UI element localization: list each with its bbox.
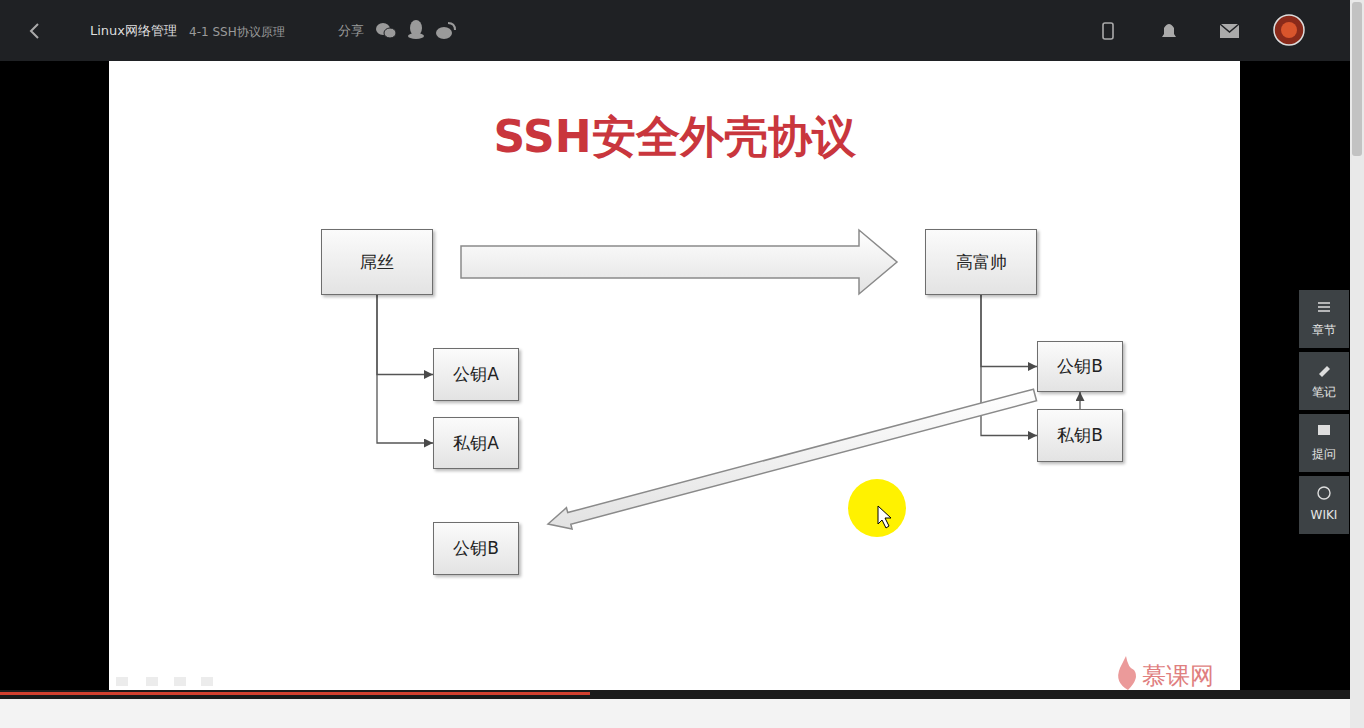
key-box: 公钥A xyxy=(433,348,519,401)
box-text: 公钥B xyxy=(1057,355,1103,378)
side-button-label: WIKI xyxy=(1299,508,1349,522)
weibo-wave xyxy=(448,23,455,30)
page-bottom xyxy=(0,699,1350,728)
slide-tool-icon xyxy=(146,677,158,686)
slide-tool-icon xyxy=(201,677,213,686)
box-text: 私钥A xyxy=(453,432,499,455)
side-button xyxy=(1299,414,1349,472)
wiki-icon xyxy=(1318,487,1330,499)
avatar xyxy=(1274,15,1304,45)
block-arrow xyxy=(548,389,1037,529)
slide-tools xyxy=(116,677,213,686)
box-text: 高富帅 xyxy=(956,251,1007,274)
key-box: 私钥B xyxy=(1037,409,1123,462)
mouse-cursor xyxy=(878,506,891,528)
qq-icon xyxy=(408,20,424,39)
phone-icon xyxy=(1103,23,1113,39)
tree-connector xyxy=(1079,392,1080,409)
side-button xyxy=(1299,290,1349,348)
key-box: 公钥B xyxy=(1037,341,1123,392)
key-box: 公钥B xyxy=(433,522,519,575)
progress-bar xyxy=(0,692,590,695)
box-text: 公钥A xyxy=(453,363,499,386)
weibo-icon xyxy=(436,23,455,39)
slide-tool-icon xyxy=(174,677,186,686)
back-icon xyxy=(31,24,38,38)
scrollbar-track xyxy=(1350,0,1364,728)
slide-title: SSH安全外壳协议 xyxy=(109,108,1240,167)
header-text: Linux网络管理 xyxy=(90,22,177,40)
scrollbar-thumb xyxy=(1352,2,1362,156)
top-bar xyxy=(0,0,1350,61)
side-button xyxy=(1299,352,1349,410)
cursor-highlight xyxy=(848,479,906,537)
key-box: 高富帅 xyxy=(925,229,1037,295)
slide xyxy=(109,61,1240,692)
wechat-bubble xyxy=(384,28,396,38)
watermark-flame xyxy=(1118,656,1136,690)
weibo-eye xyxy=(436,27,452,39)
box-text: 私钥B xyxy=(1057,424,1103,447)
tree-connector xyxy=(377,295,433,375)
menu-icon xyxy=(1318,303,1330,311)
side-button-label: 章节 xyxy=(1299,322,1349,339)
side-button xyxy=(1299,476,1349,534)
box-text: 公钥B xyxy=(453,537,499,560)
tree-connector xyxy=(981,295,1037,367)
bell-icon xyxy=(1162,24,1176,37)
tree-connector xyxy=(377,295,433,443)
qq-body xyxy=(408,33,424,39)
question-icon xyxy=(1318,425,1330,435)
player-bottom xyxy=(0,690,1350,699)
watermark: 慕课网 xyxy=(1142,660,1214,692)
key-box: 屌丝 xyxy=(321,229,433,295)
mail-flap xyxy=(1220,24,1239,32)
key-box: 私钥A xyxy=(433,417,519,469)
pencil-icon xyxy=(1319,366,1330,377)
wechat-icon xyxy=(376,23,396,38)
tree-connector xyxy=(981,295,1037,436)
header-text: 4-1 SSH协议原理 xyxy=(189,24,285,41)
mail-icon xyxy=(1220,24,1239,38)
header-text: 分享 xyxy=(338,22,364,40)
box-text: 屌丝 xyxy=(360,251,394,274)
side-button-label: 笔记 xyxy=(1299,384,1349,401)
block-arrow xyxy=(461,230,897,294)
slide-tool-icon xyxy=(116,677,128,686)
side-button-label: 提问 xyxy=(1299,446,1349,463)
avatar-face xyxy=(1281,22,1297,38)
